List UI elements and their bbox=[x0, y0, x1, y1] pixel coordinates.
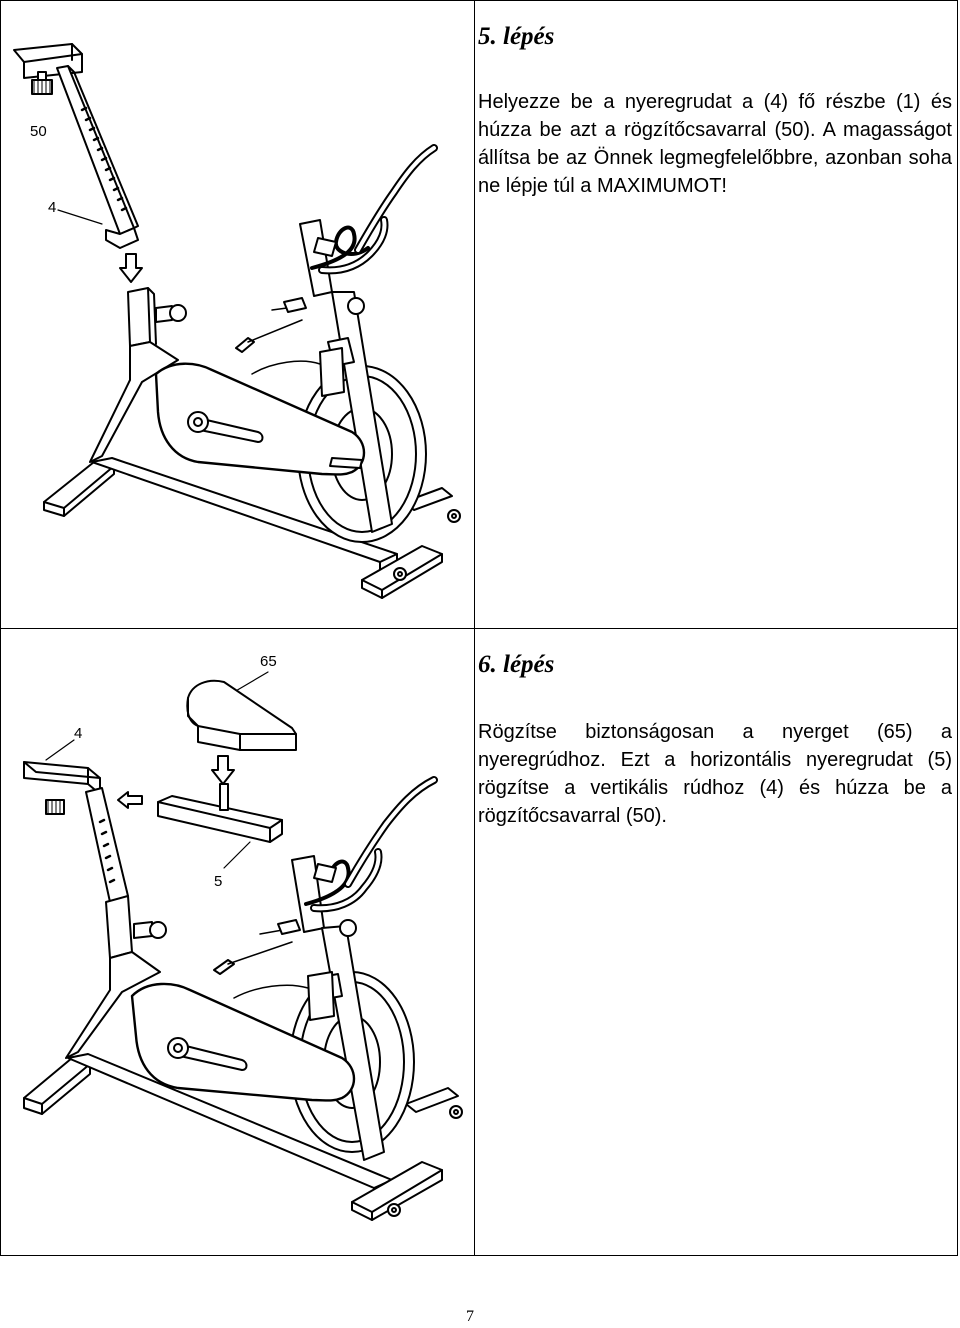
seat-post-part bbox=[13, 43, 139, 249]
callout-65: 65 bbox=[260, 653, 277, 670]
knob-50 bbox=[31, 71, 53, 95]
exercise-bike-drawing bbox=[23, 776, 463, 1221]
step5-heading: 5. lépés bbox=[478, 23, 555, 50]
exercise-bike-drawing bbox=[43, 144, 461, 599]
step6-heading: 6. lépés bbox=[478, 651, 555, 678]
step6-figure: 65 5 4 bbox=[2, 632, 472, 1252]
step6-instructions: Rögzítse biztonságosan a nyerget (65) a … bbox=[478, 721, 952, 827]
step6-text-block: 6. lépés Rögzítse biztonságosan a nyerge… bbox=[478, 650, 952, 830]
callout-4: 4 bbox=[48, 199, 56, 216]
seat-rail-5 bbox=[157, 783, 283, 843]
arrow-down-icon bbox=[119, 253, 143, 283]
callout-5: 5 bbox=[214, 873, 222, 890]
step5-text-block: 5. lépés Helyezze be a nyeregrudat a (4)… bbox=[478, 22, 952, 200]
callout-4: 4 bbox=[74, 725, 82, 742]
arrow-left-icon bbox=[117, 791, 143, 809]
step5-instructions: Helyezze be a nyeregrudat a (4) fő részb… bbox=[478, 91, 952, 197]
page-number: 7 bbox=[466, 1308, 474, 1325]
callout-50: 50 bbox=[30, 123, 47, 140]
saddle-part bbox=[186, 679, 297, 751]
seat-post-part bbox=[23, 761, 129, 903]
row-divider bbox=[0, 628, 958, 629]
arrow-down-icon bbox=[211, 755, 235, 785]
step5-figure: 50 4 bbox=[2, 2, 472, 626]
